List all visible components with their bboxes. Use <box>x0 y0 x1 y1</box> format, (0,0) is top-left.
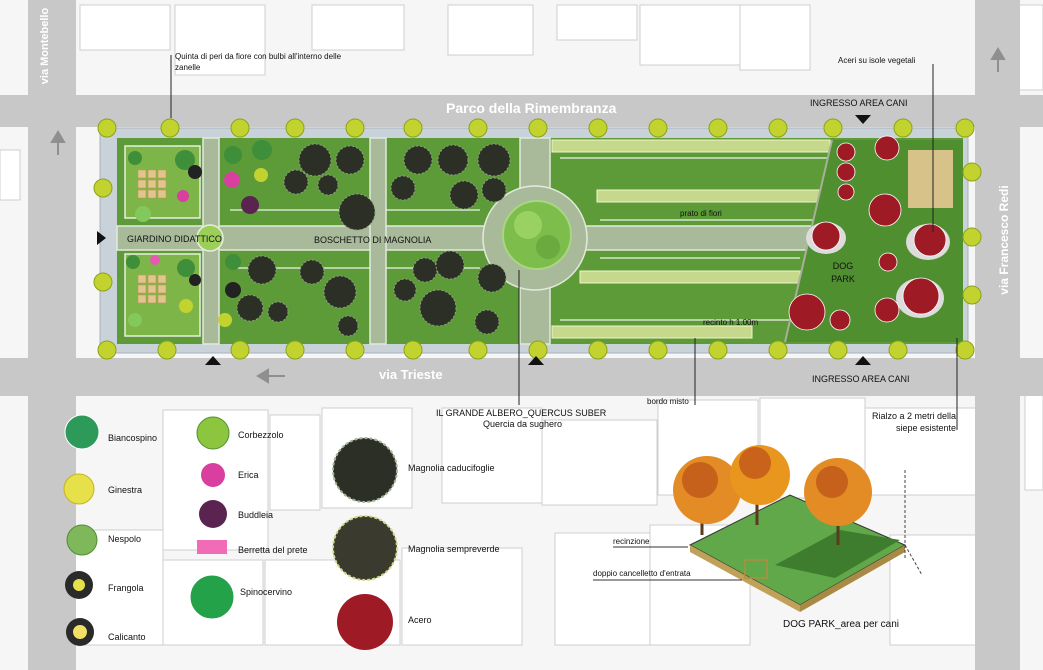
detail-label-recinzione: recinzione <box>613 537 650 546</box>
detail-leaders <box>593 546 742 581</box>
maple-trees <box>788 135 947 331</box>
legend-label-magnolia-caducifoglie: Magnolia caducifoglie <box>408 463 495 473</box>
zone-label-prato: prato di fiori <box>680 209 722 218</box>
legend-label-erica: Erica <box>238 470 259 480</box>
legend-label-berretta: Berretta del prete <box>238 545 308 555</box>
annotation-ingresso-bottom: INGRESSO AREA CANI <box>812 374 910 384</box>
annotation-aceri: Aceri su isole vegetali <box>838 56 916 65</box>
legend-label-acero: Acero <box>408 615 432 625</box>
annotation-bordo: bordo misto <box>647 397 689 406</box>
annotation-ingresso-top: INGRESSO AREA CANI <box>810 98 908 108</box>
annotation-quercia-sub: Quercia da sughero <box>483 419 563 429</box>
buildings <box>0 4 1043 646</box>
annotation-rialzo: Rialzo a 2 metri della siepe esistente <box>871 411 956 433</box>
zone-label-boschetto: BOSCHETTO DI MAGNOLIA <box>314 235 432 245</box>
annotation-quercia-title: IL GRANDE ALBERO_QUERCUS SUBER <box>436 408 607 418</box>
legend-label-frangola: Frangola <box>108 583 144 593</box>
road-label-left: via Montebello <box>39 7 51 85</box>
annotation-recinto: recinto h 1.00m <box>703 318 759 327</box>
legend-label-magnolia-sempreverde: Magnolia sempreverde <box>408 544 500 554</box>
leader-lines <box>170 55 958 430</box>
flower-strips <box>551 139 831 339</box>
hedge-row <box>93 118 982 360</box>
legend-label-calicanto: Calicanto <box>108 632 146 642</box>
detail-title: DOG PARK_area per cani <box>783 619 899 630</box>
legend-label-biancospino: Biancospino <box>108 433 158 443</box>
road-label-bottom: via Trieste <box>379 367 443 382</box>
road-arrows <box>50 47 1006 384</box>
entrance-arrows <box>97 115 871 365</box>
legend-label-corbezzolo: Corbezzolo <box>238 430 284 440</box>
oak-tree <box>502 200 572 270</box>
road-left <box>28 0 76 670</box>
magnolia-trees <box>236 143 511 337</box>
legend-label-spinocervino: Spinocervino <box>240 587 293 597</box>
legend-label-ginestra: Ginestra <box>108 485 143 495</box>
legend-label-buddleia: Buddleia <box>238 510 274 520</box>
dog-park-detail <box>673 445 923 612</box>
zone-label-giardino: GIARDINO DIDATTICO <box>127 234 222 244</box>
legend-symbols <box>63 414 398 650</box>
detail-label-cancelletto: doppio cancelletto d'entrata <box>593 569 691 578</box>
zone-label-dog-park: DOG PARK <box>831 261 855 284</box>
annotation-quinta: Quinta di peri da fiore con bulbi all'in… <box>175 52 342 72</box>
road-right <box>975 0 1020 670</box>
road-label-right: via Francesco Redi <box>997 185 1011 295</box>
road-label-top: Parco della Rimembranza <box>446 100 617 116</box>
legend-label-nespolo: Nespolo <box>108 534 142 544</box>
shrubs <box>126 140 272 327</box>
